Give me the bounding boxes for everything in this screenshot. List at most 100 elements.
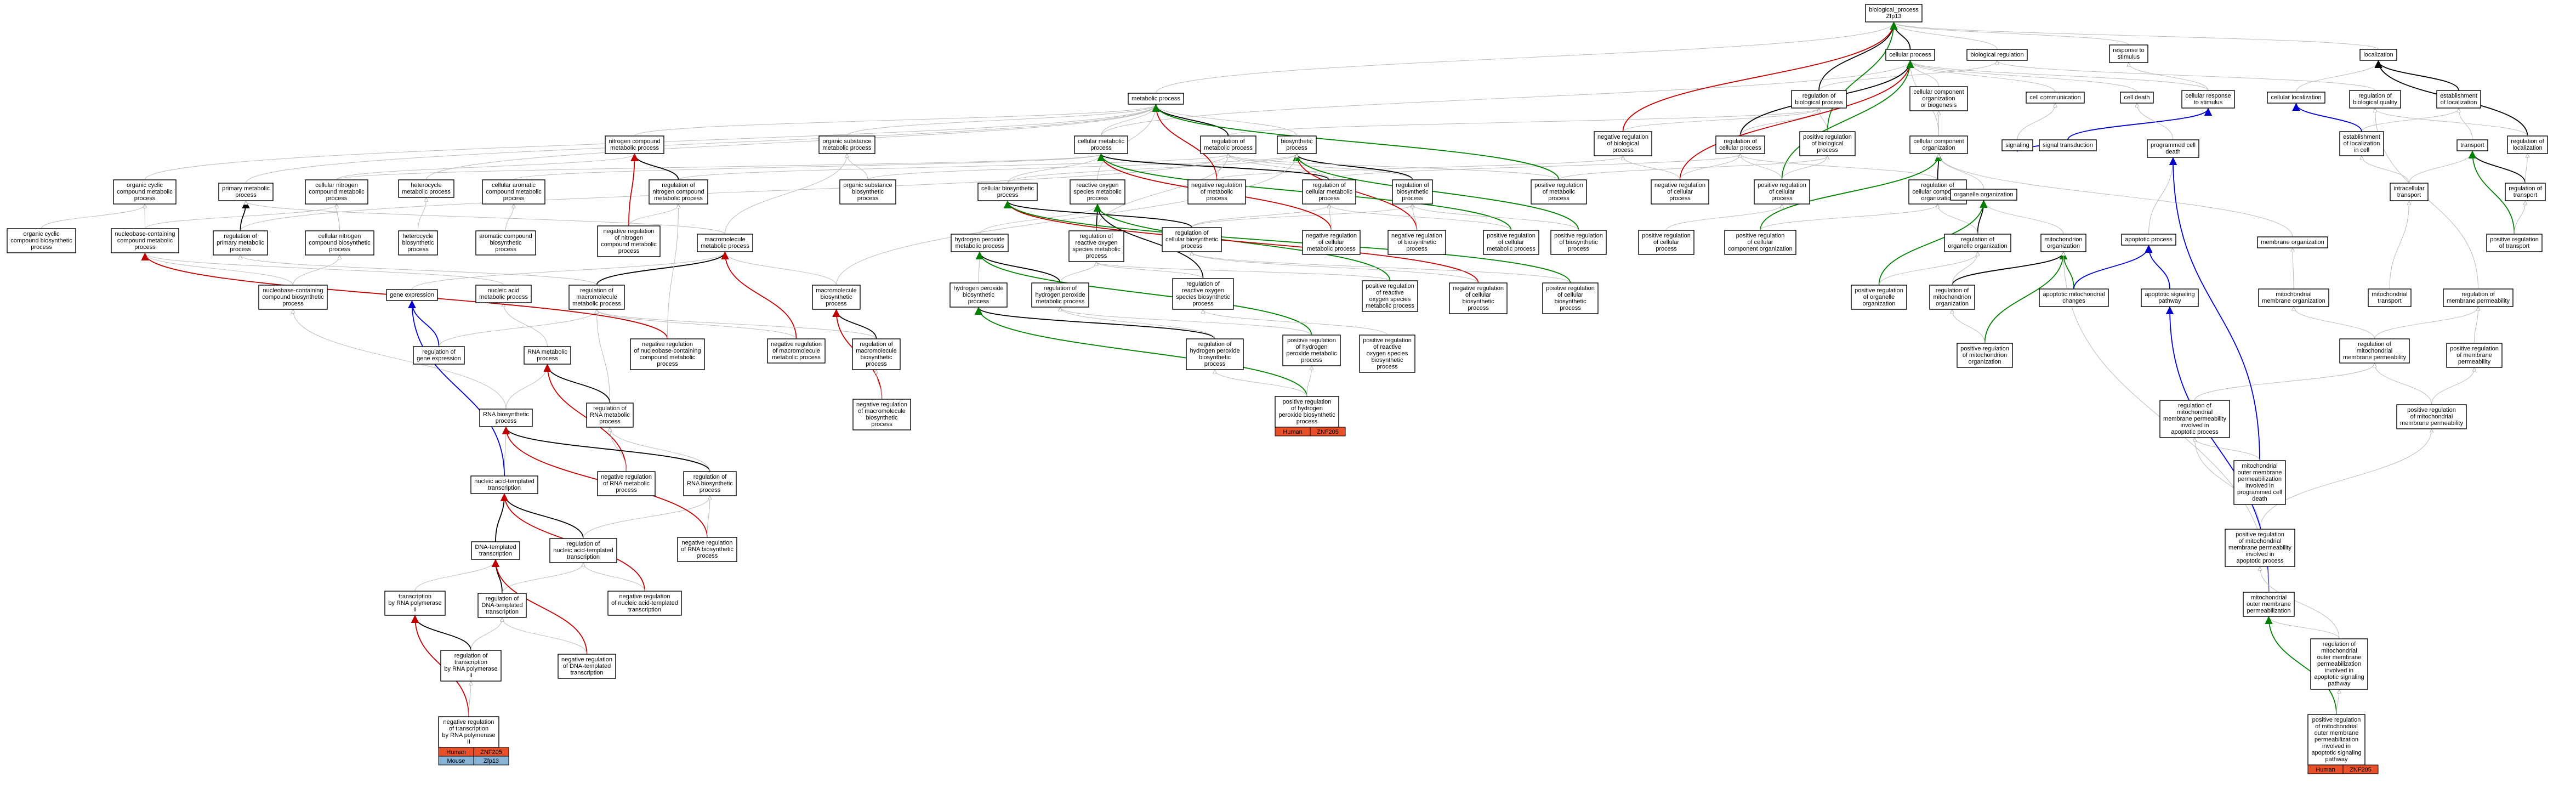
- go-term-node[interactable]: cellular process: [1885, 49, 1935, 61]
- go-term-node[interactable]: signal transduction: [2039, 139, 2097, 151]
- go-term-node[interactable]: cellular localization: [2267, 92, 2325, 104]
- go-term-node[interactable]: localization: [2359, 49, 2397, 61]
- go-term-node[interactable]: membrane organization: [2257, 236, 2328, 248]
- go-term-node[interactable]: signaling: [2001, 139, 2033, 151]
- go-term-node[interactable]: transport: [2456, 139, 2488, 151]
- go-term-node[interactable]: regulation ofmacromoleculebiosyntheticpr…: [852, 338, 901, 370]
- go-term-node[interactable]: cell death: [2120, 92, 2154, 104]
- go-term-node[interactable]: metabolic process: [1128, 93, 1184, 105]
- go-term-node[interactable]: gene expression: [386, 289, 438, 301]
- go-term-node[interactable]: cell communication: [2026, 92, 2085, 104]
